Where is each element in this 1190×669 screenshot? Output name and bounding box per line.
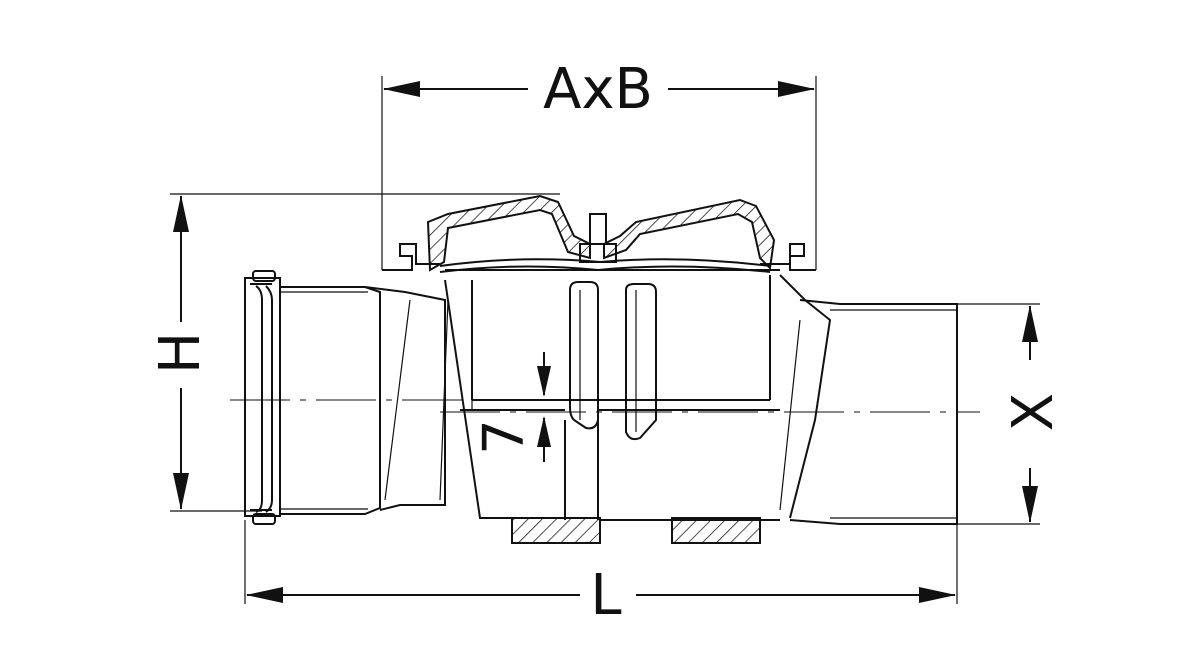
dimension-h: H xyxy=(148,193,560,512)
cover-right-dome xyxy=(603,198,776,271)
valve-body xyxy=(244,269,958,544)
cover-left-dome xyxy=(426,194,591,272)
cover-assembly xyxy=(382,194,816,273)
main-chamber xyxy=(444,269,780,521)
label-h: H xyxy=(148,332,213,374)
label-axb: AxB xyxy=(543,57,653,122)
dimension-7: 7 xyxy=(472,352,551,462)
flapper xyxy=(569,281,657,441)
arrow-down xyxy=(1022,486,1038,523)
label-l: L xyxy=(590,563,621,628)
inlet-socket xyxy=(244,270,381,525)
arrow-up xyxy=(1022,305,1038,342)
dimension-x: X xyxy=(940,303,1066,525)
arrow-left xyxy=(383,81,420,97)
dimension-axb: AxB xyxy=(381,57,817,270)
inlet-cone xyxy=(364,286,446,511)
bottom-boss-right xyxy=(671,517,761,544)
label-7: 7 xyxy=(472,419,537,455)
cover-stem xyxy=(579,213,617,263)
arrow-down xyxy=(173,473,189,510)
dimension-l: L xyxy=(244,520,958,628)
arrow-up xyxy=(173,195,189,232)
arrow-right xyxy=(919,587,956,603)
arrow-right xyxy=(778,81,815,97)
outlet-spigot xyxy=(779,274,958,525)
bottom-boss-left xyxy=(511,517,601,544)
label-x: X xyxy=(1001,393,1066,431)
arrow-left xyxy=(246,587,283,603)
arrow-up xyxy=(537,416,551,447)
arrow-down xyxy=(537,366,551,397)
